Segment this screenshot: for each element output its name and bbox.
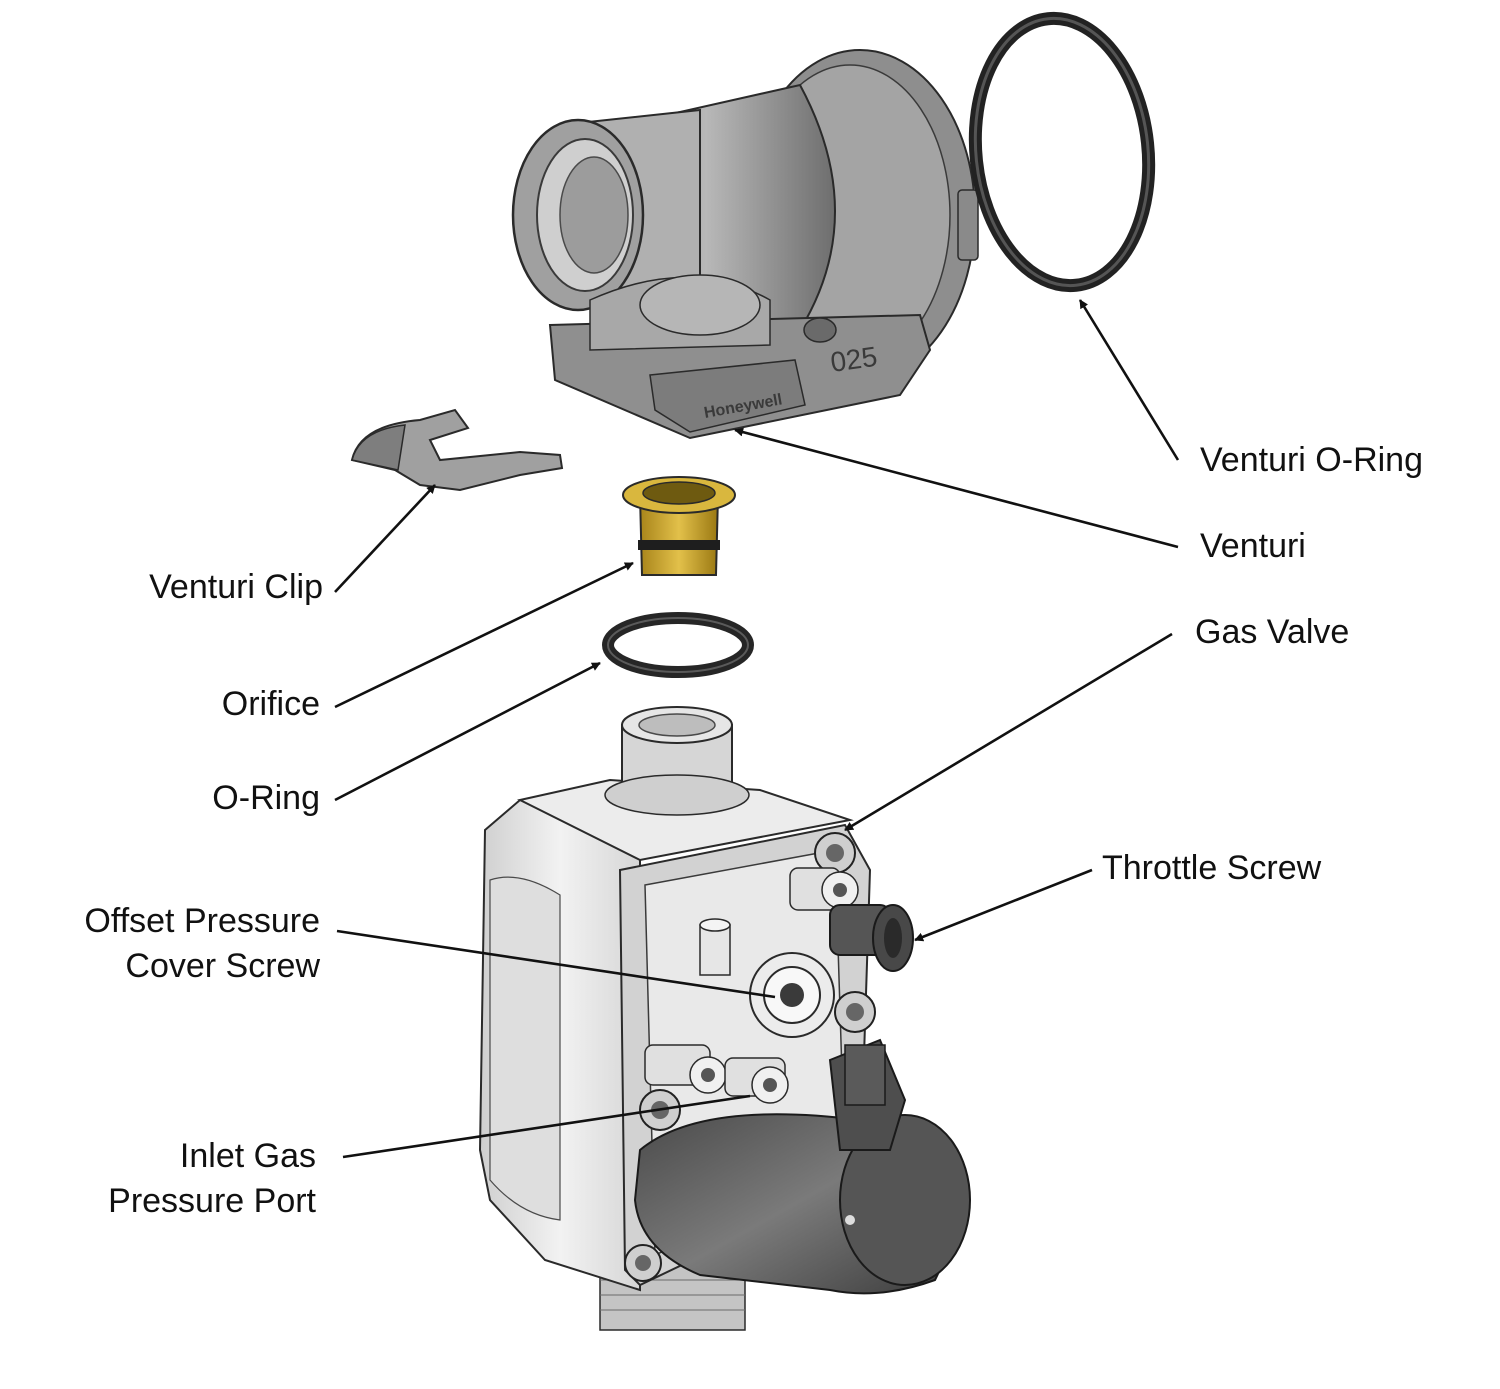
leader-o-ring — [334, 661, 601, 802]
label-offset-pressure-line2: Cover Screw — [125, 947, 320, 985]
label-offset-pressure-line1: Offset Pressure — [84, 902, 320, 940]
label-orifice: Orifice — [221, 685, 320, 723]
label-gas-valve: Gas Valve — [1195, 613, 1350, 651]
leader-venturi — [734, 427, 1179, 549]
callout-lines — [334, 299, 1180, 1159]
gas-valve-part — [478, 706, 971, 1331]
leader-orifice — [334, 561, 634, 709]
label-venturi: Venturi — [1200, 527, 1306, 565]
o-ring-part — [602, 612, 754, 678]
orifice-part — [622, 476, 736, 576]
venturi-part: Honeywell 025 — [511, 49, 979, 440]
label-o-ring: O-Ring — [212, 779, 320, 817]
venturi-clip-part — [350, 408, 564, 492]
label-throttle-screw: Throttle Screw — [1102, 849, 1322, 887]
leader-offset-pressure — [336, 929, 776, 999]
leader-inlet-gas — [342, 1094, 751, 1159]
venturi-code-marking: 025 — [829, 341, 880, 378]
leader-venturi-clip — [334, 484, 436, 593]
label-venturi-clip: Venturi Clip — [149, 568, 323, 606]
leader-gas-valve — [844, 632, 1173, 832]
leader-venturi-o-ring — [1078, 299, 1180, 461]
label-venturi-o-ring: Venturi O-Ring — [1200, 441, 1423, 479]
label-inlet-gas-line1: Inlet Gas — [179, 1137, 316, 1175]
venturi-o-ring-part — [968, 11, 1156, 293]
label-inlet-gas-line2: Pressure Port — [108, 1182, 316, 1220]
leader-throttle-screw — [914, 868, 1093, 942]
